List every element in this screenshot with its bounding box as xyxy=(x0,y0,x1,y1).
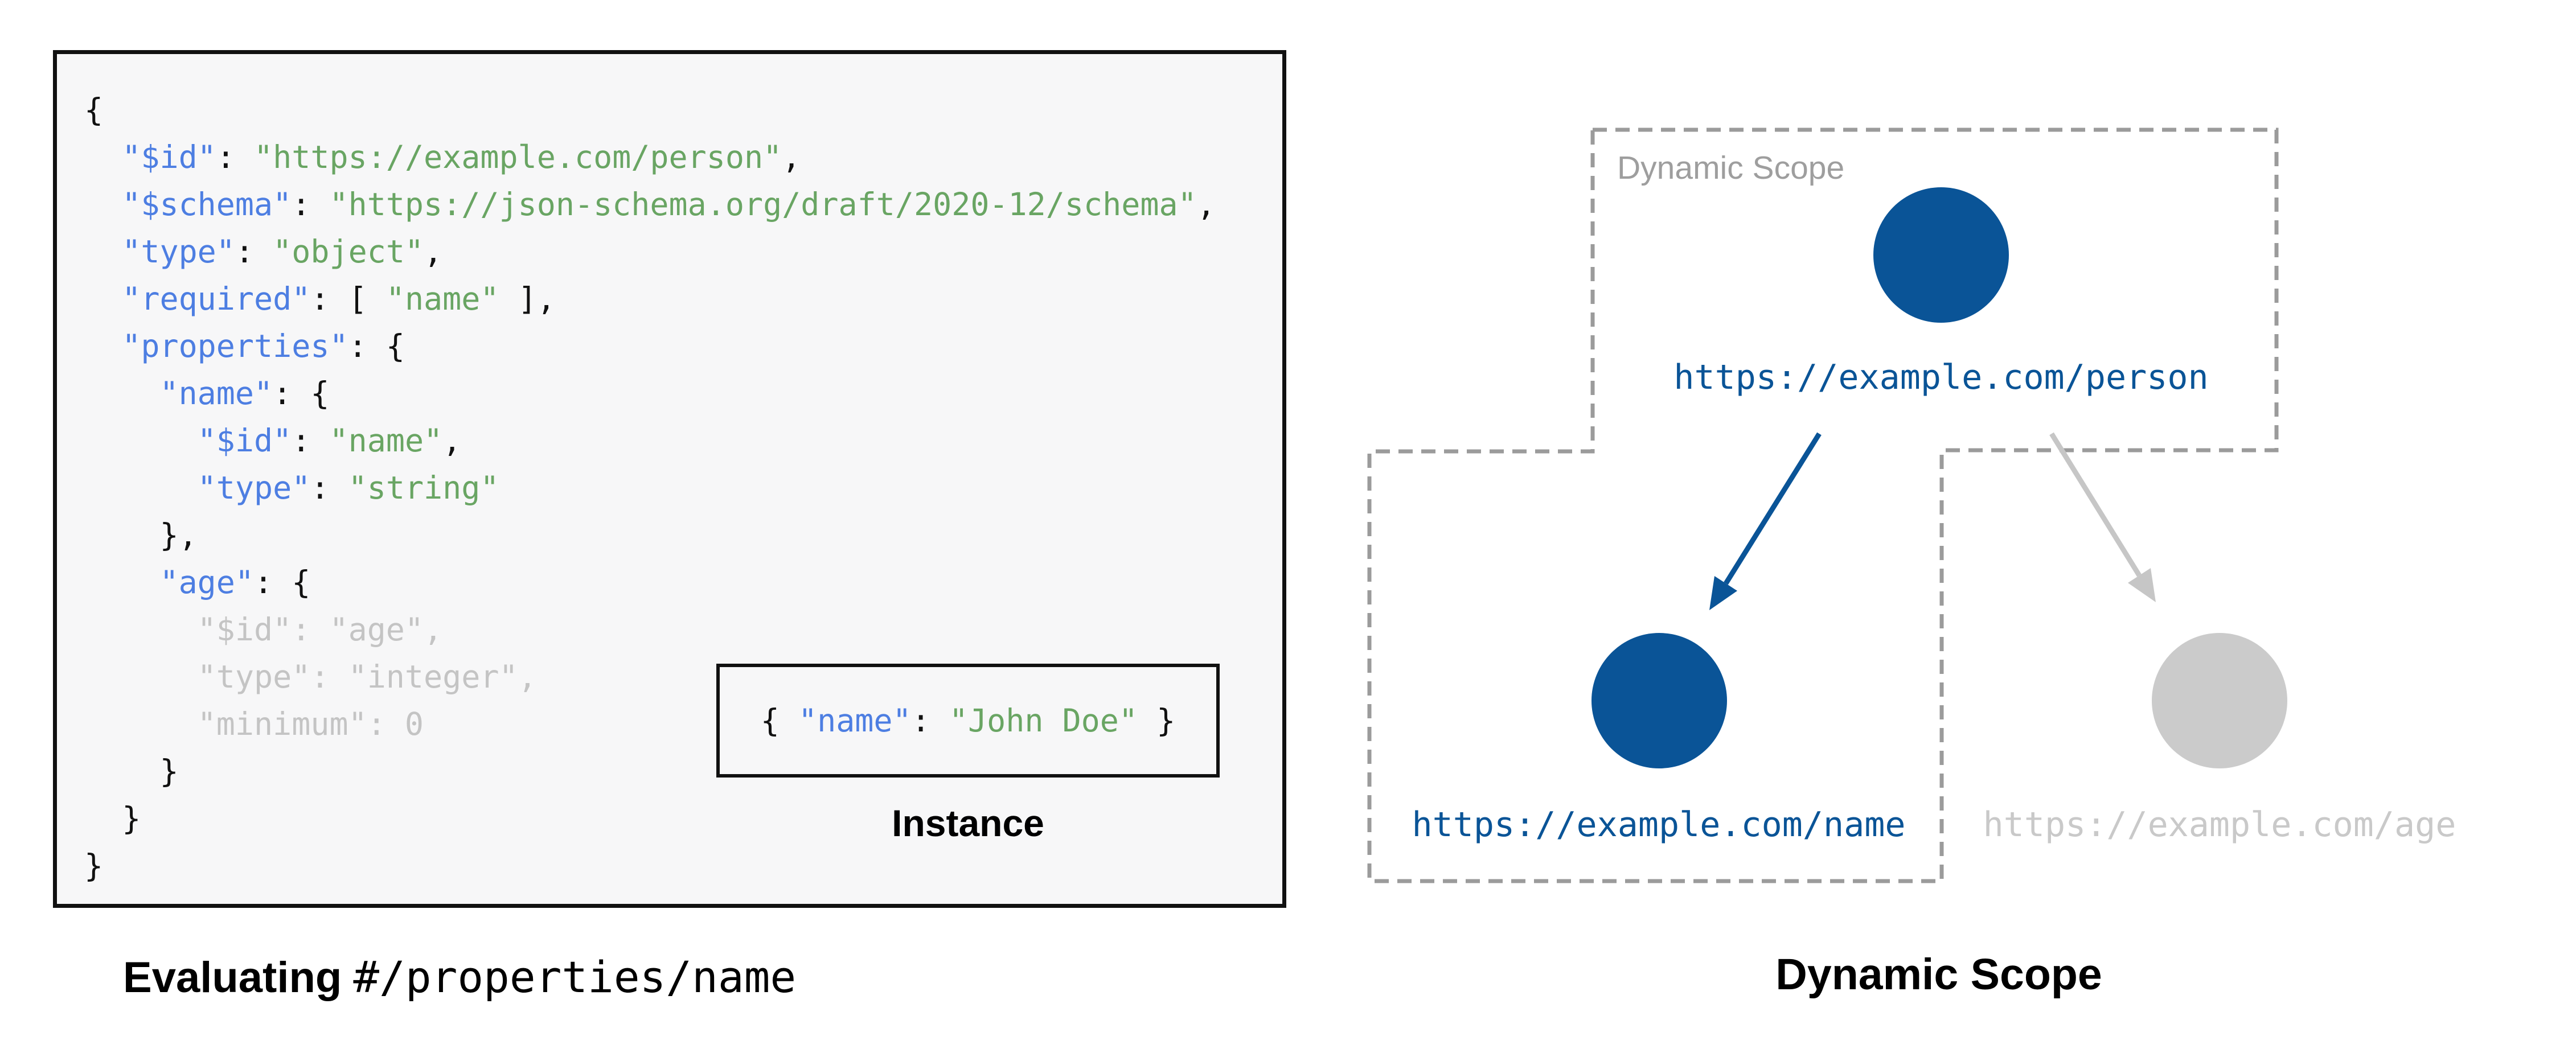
age-node xyxy=(2152,633,2287,768)
code-line: "properties": { xyxy=(122,328,405,364)
person-to-name-arrowhead-icon xyxy=(1709,576,1737,610)
code-line: } xyxy=(84,800,141,837)
name-url-label: https://example.com/name xyxy=(1412,805,1906,845)
code-line: "$id": "name", xyxy=(197,422,462,459)
code-line: "$id": "https://example.com/person", xyxy=(122,139,801,175)
code-line: { xyxy=(84,92,104,128)
code-line: } xyxy=(84,753,179,789)
code-line: "minimum": 0 xyxy=(84,706,424,742)
instance-label: Instance xyxy=(892,802,1044,844)
code-line: "age": { xyxy=(159,564,311,600)
scope-boundary xyxy=(1367,127,2279,883)
schema-code: { "$id": "https://example.com/person", "… xyxy=(84,87,1216,890)
code-line: "type": "object", xyxy=(122,233,443,270)
instance-box: { "name": "John Doe" } xyxy=(716,664,1220,778)
person-node xyxy=(1873,187,2009,323)
person-to-age-arrow xyxy=(2049,432,2142,577)
person-to-name-arrow xyxy=(1724,432,1822,585)
instance-code: { "name": "John Doe" } xyxy=(760,702,1176,739)
person-url-label: https://example.com/person xyxy=(1673,357,2209,397)
code-line: } xyxy=(84,848,104,884)
caption-evaluating: Evaluating#/properties/name xyxy=(123,952,796,1002)
code-line: "$schema": "https://json-schema.org/draf… xyxy=(122,186,1216,223)
caption-evaluating-pointer: #/properties/name xyxy=(353,952,797,1002)
caption-evaluating-word: Evaluating xyxy=(123,953,342,1002)
scope-label: Dynamic Scope xyxy=(1617,150,1845,186)
code-line: }, xyxy=(84,517,198,553)
dynamic-scope-caption: Dynamic Scope xyxy=(1775,950,2102,999)
name-node xyxy=(1591,633,1727,768)
schema-panel xyxy=(53,50,1286,908)
code-line: "name": { xyxy=(159,375,330,412)
code-line: "type": "integer", xyxy=(84,659,537,695)
person-to-age-arrowhead-icon xyxy=(2128,568,2156,602)
code-line: "required": [ "name" ], xyxy=(122,281,556,317)
code-line: "type": "string" xyxy=(197,470,499,506)
age-url-label: https://example.com/age xyxy=(1983,805,2456,845)
code-line: "$id": "age", xyxy=(84,611,443,648)
